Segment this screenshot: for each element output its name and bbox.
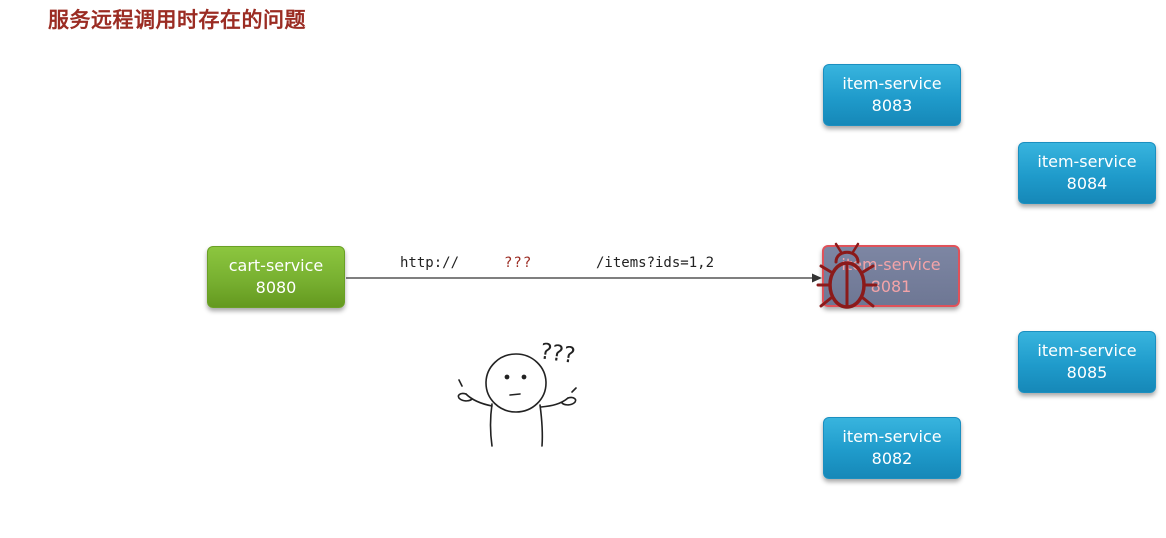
- service-port: 8081: [870, 277, 912, 296]
- service-name: item-service: [1037, 341, 1137, 360]
- cart-service-node: cart-service 8080: [207, 246, 345, 308]
- confused-person-icon: [457, 353, 577, 447]
- item-service-node-8084: item-service 8084: [1018, 142, 1156, 204]
- service-port: 8080: [255, 278, 297, 297]
- slide-title: 服务远程调用时存在的问题: [48, 8, 306, 32]
- service-name: cart-service: [228, 256, 324, 275]
- service-port: 8082: [871, 449, 913, 468]
- service-name: item-service: [842, 427, 942, 446]
- item-service-node-8085: item-service 8085: [1018, 331, 1156, 393]
- request-host-unknown-label: ???: [504, 255, 533, 271]
- item-service-node-8083: item-service 8083: [823, 64, 961, 126]
- request-arrow: [346, 273, 822, 283]
- figure-thought-text: ???: [539, 339, 577, 369]
- service-port: 8084: [1066, 174, 1108, 193]
- service-port: 8083: [871, 96, 913, 115]
- request-path-label: /items?ids=1,2: [596, 255, 715, 271]
- item-service-node-8081-failed: item-service 8081: [822, 245, 960, 307]
- item-service-node-8082: item-service 8082: [823, 417, 961, 479]
- service-name: item-service: [842, 74, 942, 93]
- bug-icon: [816, 242, 878, 309]
- service-name: item-service: [1037, 152, 1137, 171]
- service-port: 8085: [1066, 363, 1108, 382]
- request-scheme-label: http://: [400, 255, 460, 271]
